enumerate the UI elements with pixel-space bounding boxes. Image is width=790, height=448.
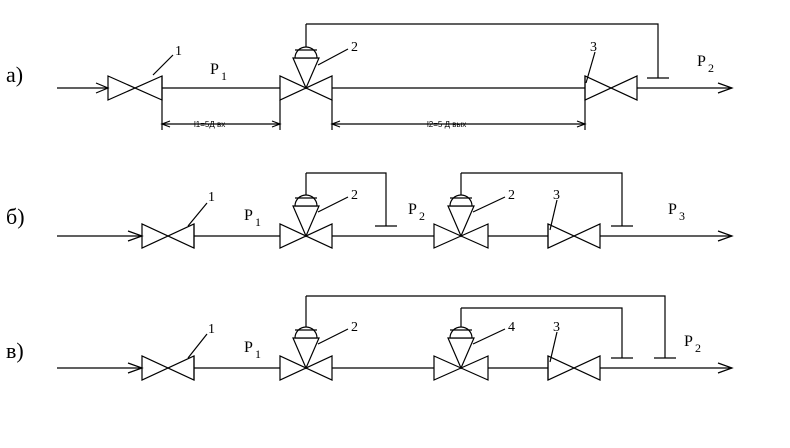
valve-number: 3 [553,188,560,203]
pressure-sub: 1 [221,69,227,83]
pressure-label-p2: P [697,53,706,70]
valve-number: 1 [175,44,182,59]
leader-line [317,196,349,213]
leader-line [585,51,596,84]
regulator-valve-2b: 2 [433,173,515,249]
dimension-l1: l1=5Д вх [160,100,282,130]
pressure-sub: 3 [679,209,685,223]
row-a: а) 1 P 1 2 [6,23,734,130]
valve-number: 1 [208,322,215,337]
gate-valve-1: 1 [141,190,215,249]
leader-line [472,196,506,213]
pressure-sub: 1 [255,347,261,361]
valve-number: 3 [590,40,597,55]
pressure-sub: 2 [708,61,714,75]
dimension-label: l2=5 Д вых [427,120,466,129]
leader-line [187,333,208,359]
valve-number: 2 [508,188,515,203]
regulator-valve-4: 4 [433,308,515,381]
valve-number: 2 [351,320,358,335]
valve-number: 2 [351,40,358,55]
regulator-valve-2: 2 [279,173,358,249]
impulse-line [306,23,659,78]
row-b: б) 1 P 1 2 P 2 [6,172,734,249]
regulator-valve-2: 2 [279,296,358,381]
leader-line [472,328,506,345]
pressure-sub: 1 [255,215,261,229]
leader-line [549,199,558,231]
pressure-sub: 2 [695,341,701,355]
pressure-sub: 2 [419,209,425,223]
flow-arrow-out [717,82,734,94]
row-c-label: в) [6,338,24,363]
impulse-line [306,295,666,358]
impulse-line [461,172,623,226]
row-c: в) 1 P 1 2 [6,295,734,381]
valve-number: 1 [208,190,215,205]
leader-line [549,331,558,363]
flow-arrow-out [717,230,734,242]
pressure-label-p2: P [408,201,417,218]
pressure-label-p1: P [244,339,253,356]
leader-line [317,328,349,345]
row-b-label: б) [6,204,25,229]
pressure-label-p1: P [244,207,253,224]
row-a-label: а) [6,62,23,87]
gate-valve-1: 1 [107,44,182,101]
regulator-valve-2: 2 [279,24,358,101]
leader-line [317,48,349,66]
pressure-label-p2: P [684,333,693,350]
valve-number: 3 [553,320,560,335]
valve-number: 4 [508,320,515,335]
impulse-line [461,307,623,358]
impulse-line [306,172,387,226]
pressure-label-p3: P [668,201,677,218]
gate-valve-3: 3 [547,320,601,381]
dimension-label: l1=5Д вх [194,120,225,129]
pressure-label-p1: P [210,61,219,78]
leader-line [152,54,174,76]
valve-number: 2 [351,188,358,203]
dimension-l2: l2=5 Д вых [330,100,587,130]
gate-valve-1: 1 [141,322,215,381]
gate-valve-3: 3 [547,188,601,249]
gate-valve-3: 3 [584,40,638,101]
leader-line [187,202,208,227]
flow-arrow-out [717,362,734,374]
